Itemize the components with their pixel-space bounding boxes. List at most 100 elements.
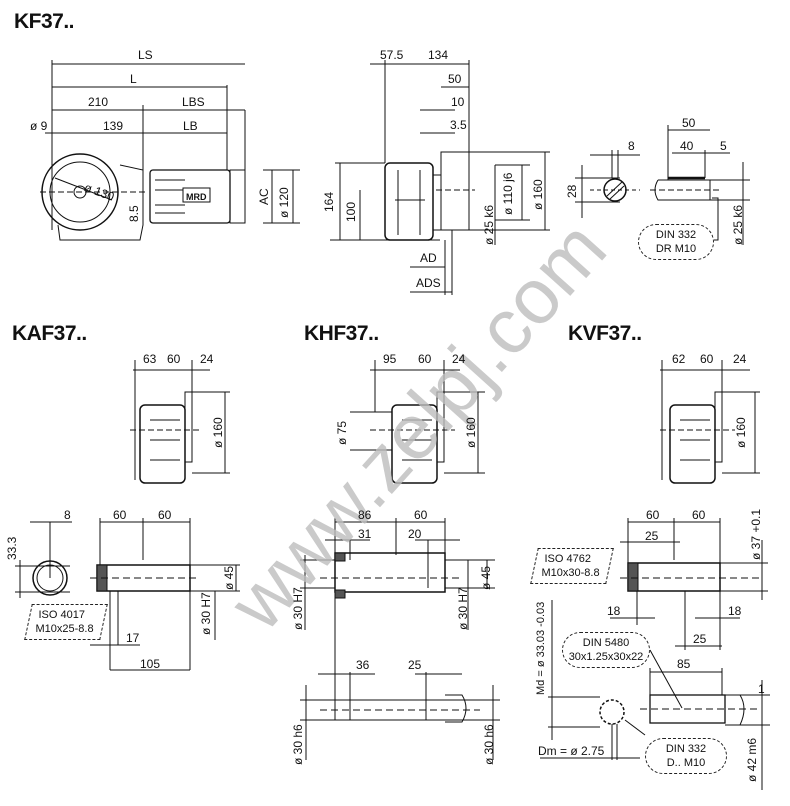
dim-10: 10 xyxy=(451,95,465,109)
kaf-hollow-shaft xyxy=(15,518,240,671)
dim-d160: ø 160 xyxy=(531,179,545,210)
callout-line: M10x30-8.8 xyxy=(541,567,600,579)
khf37-title: KHF37.. xyxy=(304,322,379,345)
dim-1: 1 xyxy=(758,682,765,696)
dim-164: 164 xyxy=(322,191,336,212)
dim-d45: ø 45 xyxy=(479,565,493,590)
din5480-callout: DIN 5480 30x1.25x30x22 xyxy=(562,632,650,668)
dim-20: 20 xyxy=(408,527,422,541)
dim-105: 105 xyxy=(140,657,161,671)
dim-134: 134 xyxy=(428,48,449,62)
dim-25a: 25 xyxy=(645,529,659,543)
motor-label: MRD xyxy=(186,192,207,202)
dim-210: 210 xyxy=(88,95,109,109)
dim-25b: 25 xyxy=(693,632,707,646)
khf-housing xyxy=(350,360,485,484)
dim-33-3: 33.3 xyxy=(5,536,19,560)
dim-d30-h7: ø 30 H7 xyxy=(291,587,305,630)
dim-139: 139 xyxy=(103,119,124,133)
dim-50: 50 xyxy=(682,116,696,130)
dim-60b: 60 xyxy=(158,508,172,522)
callout-line: ISO 4762 xyxy=(544,553,591,565)
dim-18b: 18 xyxy=(728,604,742,618)
dim-d30: ø 30 H7 xyxy=(199,592,213,635)
dim-100: 100 xyxy=(344,201,358,222)
khf-hollow-shaft xyxy=(300,518,500,760)
kf-shaft-detail xyxy=(575,125,750,245)
dim-d120: ø 120 xyxy=(277,187,291,218)
dim-d42: ø 42 m6 xyxy=(745,737,759,782)
dim-60: 60 xyxy=(418,352,432,366)
dim-24: 24 xyxy=(200,352,214,366)
dim-62: 62 xyxy=(672,352,686,366)
dim-ls: LS xyxy=(138,48,153,62)
callout-line: M10x25-8.8 xyxy=(35,623,94,635)
dim-ads: ADS xyxy=(416,276,441,290)
dim-5: 5 xyxy=(720,139,727,153)
callout-line: D.. M10 xyxy=(666,757,706,769)
dim-95: 95 xyxy=(383,352,397,366)
dim-17: 17 xyxy=(126,631,140,645)
callout-line: ISO 4017 xyxy=(38,609,85,621)
dim-d160: ø 160 xyxy=(211,417,225,448)
din332-callout: DIN 332 DR M10 xyxy=(638,224,714,260)
kf-side-view xyxy=(40,60,300,241)
dim-60b: 60 xyxy=(692,508,706,522)
callout-line: DIN 332 xyxy=(655,229,697,241)
dim-d30-h7: ø 30 H7 xyxy=(456,587,470,630)
dim-d110: ø 110 j6 xyxy=(501,172,515,215)
dim-25: 25 xyxy=(408,658,422,672)
dim-28: 28 xyxy=(565,184,579,198)
dim-3-5: 3.5 xyxy=(450,118,467,132)
dim-d45: ø 45 xyxy=(222,565,236,590)
kvf-hollow-shaft xyxy=(540,518,770,790)
dim-ac: AC xyxy=(257,188,271,205)
dim-md: Md = ø 33.03 -0.03 xyxy=(535,601,547,695)
dim-d30-h6: ø 30 h6 xyxy=(482,724,496,765)
dim-63: 63 xyxy=(143,352,157,366)
callout-line: 30x1.25x30x22 xyxy=(568,651,644,663)
dim-36: 36 xyxy=(356,658,370,672)
callout-line: DIN 5480 xyxy=(582,637,630,649)
dim-8-5: 8.5 xyxy=(127,205,141,222)
dim-50: 50 xyxy=(448,72,462,86)
dim-57-5: 57.5 xyxy=(380,48,404,62)
dim-d75: ø 75 xyxy=(335,420,349,445)
dim-86: 86 xyxy=(358,508,372,522)
kf37-title: KF37.. xyxy=(14,10,75,33)
dim-lbs: LBS xyxy=(182,95,205,109)
dim-40: 40 xyxy=(680,139,694,153)
dim-l: L xyxy=(130,72,137,86)
kvf-housing xyxy=(660,360,760,484)
dim-60a: 60 xyxy=(113,508,127,522)
dim-18a: 18 xyxy=(607,604,621,618)
dim-31: 31 xyxy=(358,527,372,541)
dim-d25: ø 25 k6 xyxy=(482,204,496,245)
dim-60: 60 xyxy=(414,508,428,522)
dim-lb: LB xyxy=(183,119,198,133)
callout-line: DR M10 xyxy=(655,243,697,255)
dim-24: 24 xyxy=(452,352,466,366)
dim-d25: ø 25 k6 xyxy=(731,204,745,245)
dim-dm: Dm = ø 2.75 xyxy=(538,744,605,758)
dim-ad: AD xyxy=(420,251,437,265)
callout-line: DIN 332 xyxy=(665,743,707,755)
dim-d30-h6: ø 30 h6 xyxy=(291,724,305,765)
dim-d37: ø 37 +0.1 xyxy=(749,508,763,560)
dim-d160: ø 160 xyxy=(464,417,478,448)
kaf37-title: KAF37.. xyxy=(12,322,87,345)
dim-8: 8 xyxy=(64,508,71,522)
dim-24: 24 xyxy=(733,352,747,366)
dim-d9: ø 9 xyxy=(30,119,48,133)
dim-85: 85 xyxy=(677,657,691,671)
kaf-housing xyxy=(130,360,230,484)
dim-60: 60 xyxy=(700,352,714,366)
dim-d160: ø 160 xyxy=(734,417,748,448)
dim-60: 60 xyxy=(167,352,181,366)
dim-60a: 60 xyxy=(646,508,660,522)
